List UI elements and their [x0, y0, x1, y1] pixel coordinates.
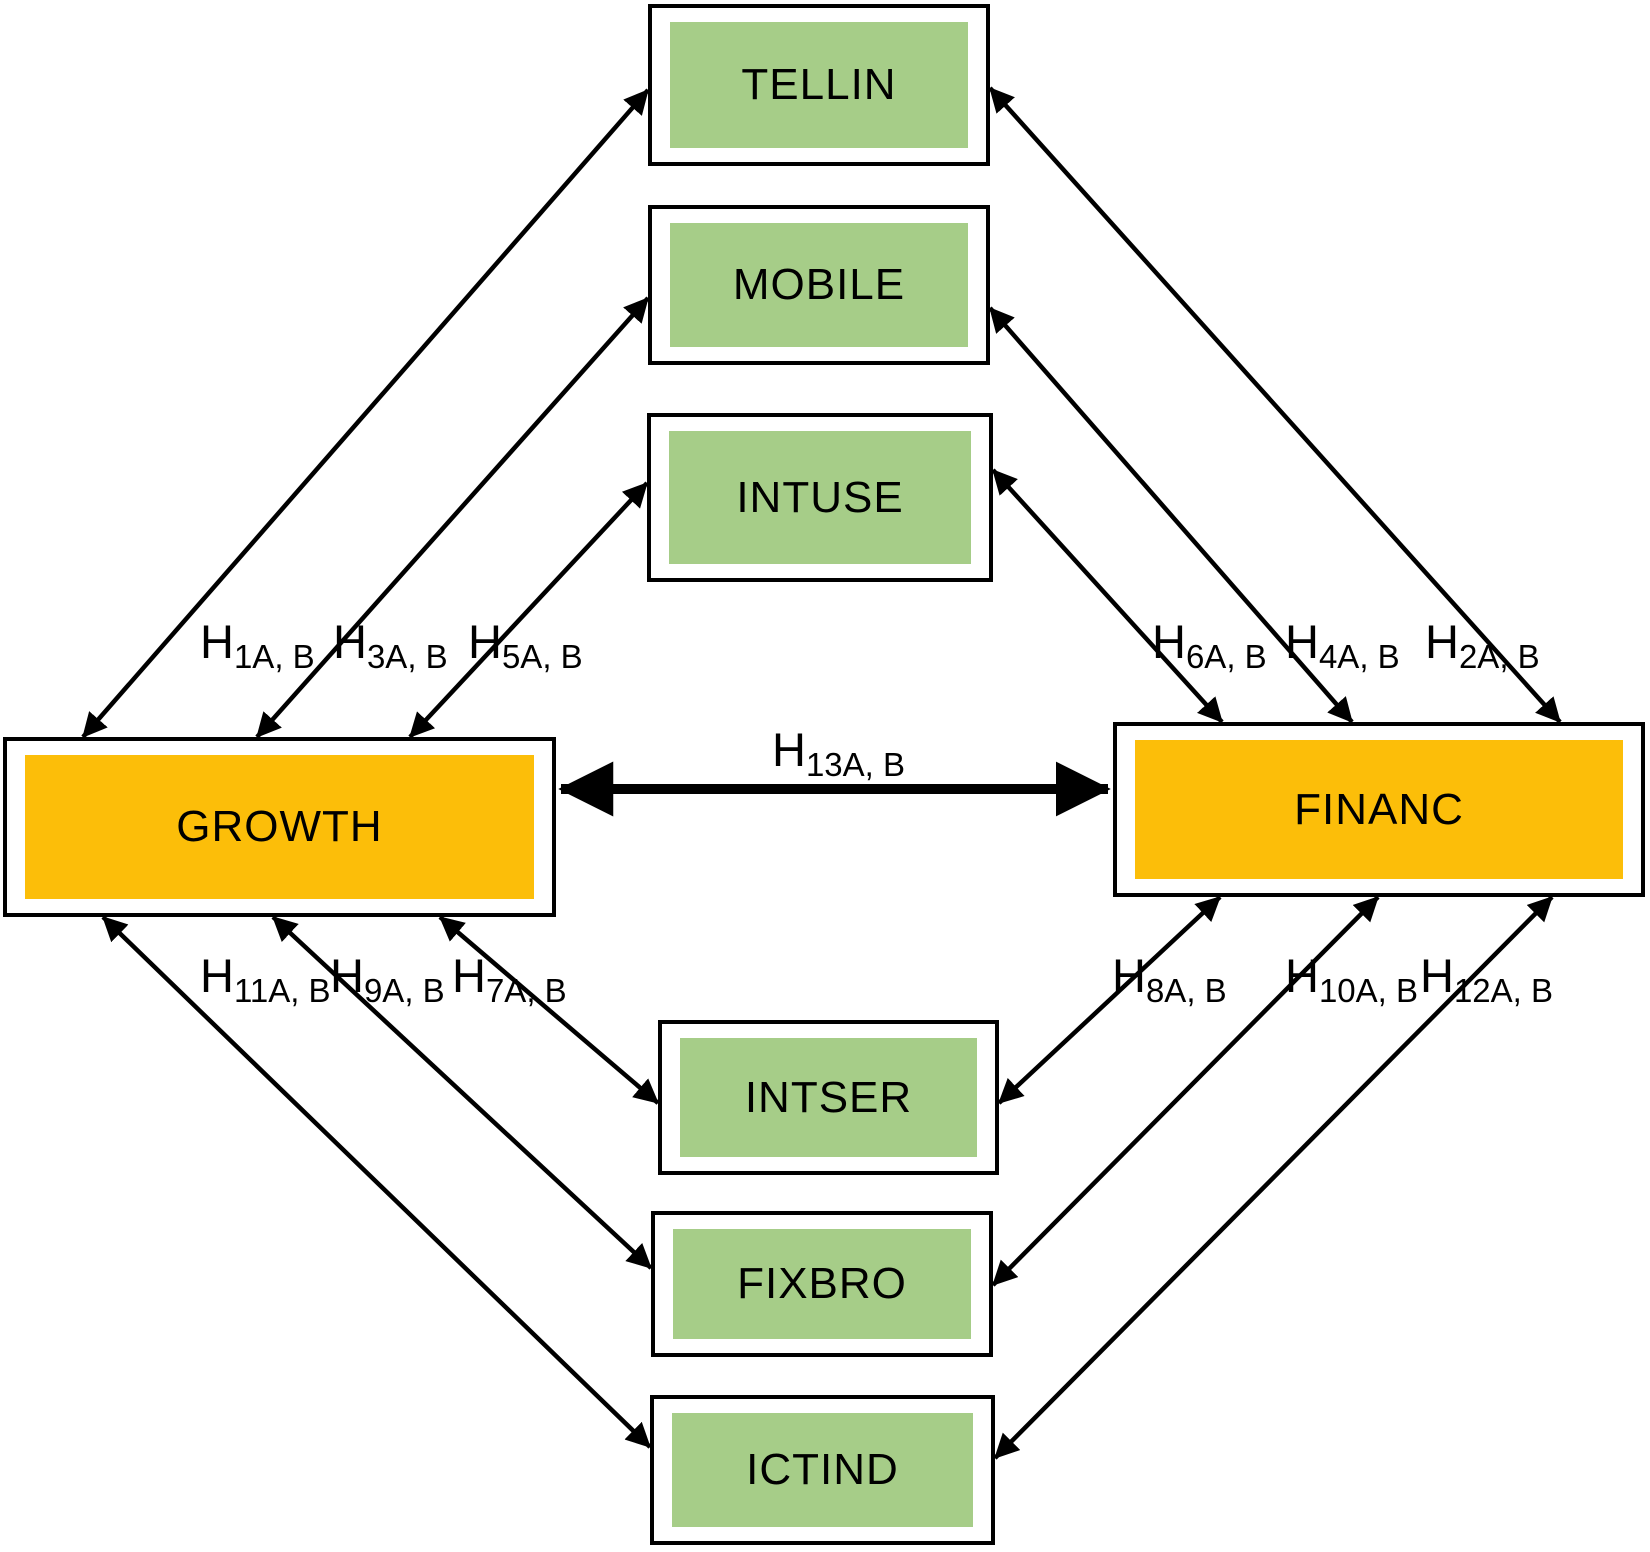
arrow-h6 — [991, 468, 1224, 724]
hypothesis-label-h6: H6A, B — [1152, 615, 1267, 673]
hypothesis-label-h3: H3A, B — [333, 615, 448, 673]
arrow-h5 — [408, 481, 649, 739]
hypothesis-label-h7: H7A, B — [452, 949, 567, 1007]
hypothesis-h5-sub: 5A, B — [501, 638, 583, 675]
hypothesis-h9-sub: 9A, B — [363, 972, 445, 1009]
node-tellin: TELLIN — [648, 4, 990, 166]
node-mobile: MOBILE — [648, 205, 990, 365]
arrow-h11 — [101, 915, 652, 1449]
arrow-h3 — [255, 296, 650, 739]
hypothesis-h4-main: H — [1285, 615, 1319, 668]
hypothesis-h6-sub: 6A, B — [1185, 638, 1267, 675]
arrow-h12 — [993, 895, 1554, 1460]
hypothesis-label-h13: H13A, B — [772, 723, 905, 781]
hypothesis-label-h9: H9A, B — [330, 949, 445, 1007]
hypothesis-h2-sub: 2A, B — [1458, 638, 1540, 675]
node-intser: INTSER — [658, 1020, 999, 1175]
node-growth-label: GROWTH — [25, 755, 534, 899]
hypothesis-h9-main: H — [330, 949, 364, 1002]
hypothesis-label-h5: H5A, B — [468, 615, 583, 673]
hypothesis-h8-sub: 8A, B — [1145, 972, 1227, 1009]
hypothesis-h13-main: H — [772, 723, 806, 776]
hypothesis-h3-main: H — [333, 615, 367, 668]
node-ictind-label: ICTIND — [672, 1413, 973, 1527]
hypothesis-h5-main: H — [468, 615, 502, 668]
node-growth: GROWTH — [3, 737, 556, 917]
hypothesis-h1-sub: 1A, B — [233, 638, 315, 675]
hypothesis-label-h2: H2A, B — [1425, 615, 1540, 673]
arrow-h7 — [438, 915, 660, 1105]
hypothesis-label-h1: H1A, B — [200, 615, 315, 673]
hypothesis-label-h10: H10A, B — [1285, 949, 1418, 1007]
node-intser-label: INTSER — [680, 1038, 977, 1157]
node-mobile-label: MOBILE — [670, 223, 968, 347]
node-fixbro: FIXBRO — [651, 1211, 993, 1357]
hypothesis-h2-main: H — [1425, 615, 1459, 668]
hypothesis-h3-sub: 3A, B — [366, 638, 448, 675]
hypothesis-h12-main: H — [1420, 949, 1454, 1002]
hypothesis-h13-sub: 13A, B — [805, 746, 906, 783]
hypothesis-label-h11: H11A, B — [200, 949, 331, 1007]
node-intuse: INTUSE — [647, 413, 993, 582]
hypothesis-h1-main: H — [200, 615, 234, 668]
hypothesis-h7-main: H — [452, 949, 486, 1002]
hypothesis-h12-sub: 12A, B — [1453, 972, 1554, 1009]
hypothesis-h8-main: H — [1112, 949, 1146, 1002]
node-financ-label: FINANC — [1135, 740, 1623, 879]
hypothesis-label-h4: H4A, B — [1285, 615, 1400, 673]
node-ictind: ICTIND — [650, 1395, 995, 1545]
node-intuse-label: INTUSE — [669, 431, 971, 564]
hypothesis-h4-sub: 4A, B — [1318, 638, 1400, 675]
node-financ: FINANC — [1113, 722, 1645, 897]
hypothesis-label-h12: H12A, B — [1420, 949, 1553, 1007]
node-fixbro-label: FIXBRO — [673, 1229, 971, 1339]
hypothesis-h10-main: H — [1285, 949, 1319, 1002]
hypothesis-h10-sub: 10A, B — [1318, 972, 1419, 1009]
hypothesis-h11-main: H — [200, 949, 234, 1002]
hypothesis-label-h8: H8A, B — [1112, 949, 1227, 1007]
hypothesis-h11-sub: 11A, B — [233, 972, 331, 1009]
hypothesis-h6-main: H — [1152, 615, 1186, 668]
hypothesis-h7-sub: 7A, B — [485, 972, 567, 1009]
node-tellin-label: TELLIN — [670, 22, 968, 148]
